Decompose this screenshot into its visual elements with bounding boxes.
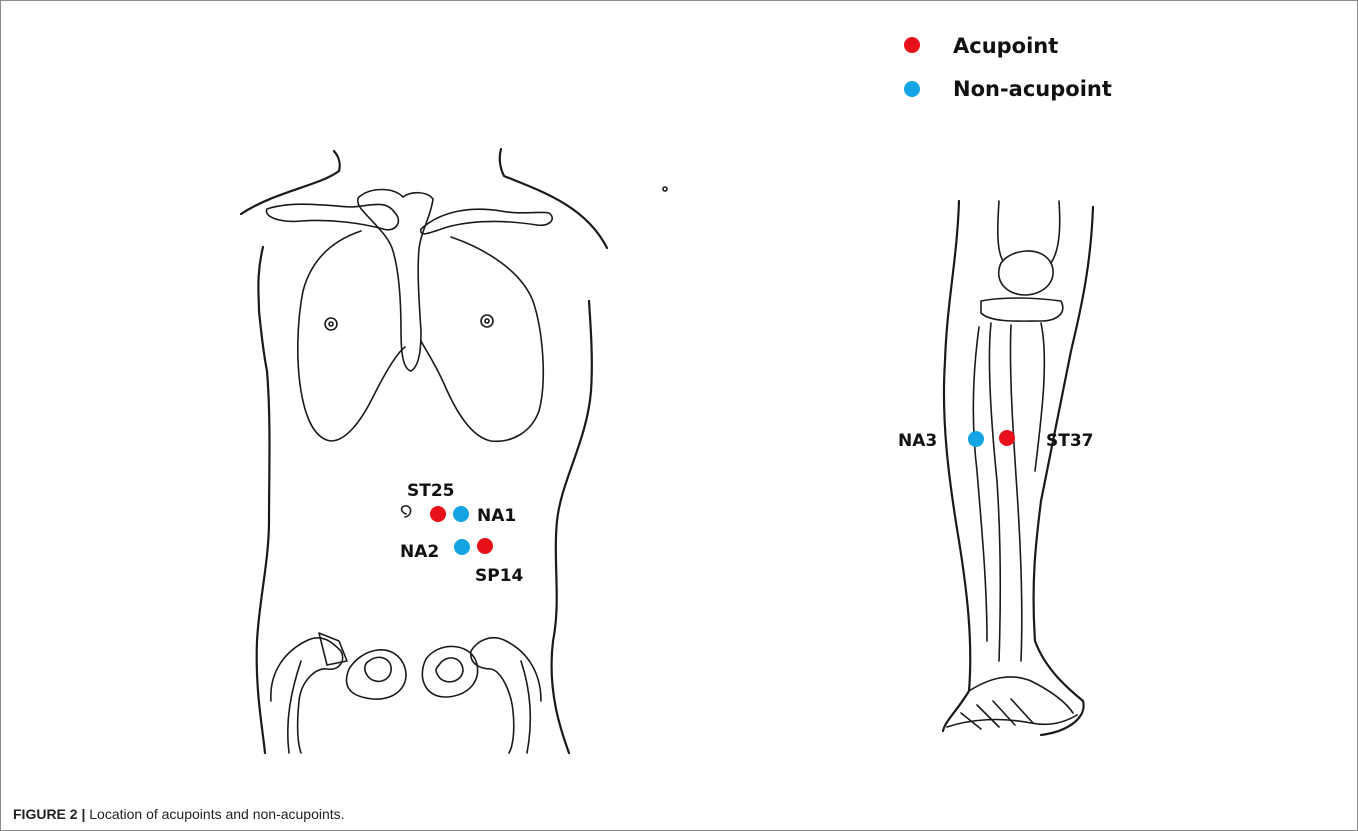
point-st25-marker	[430, 506, 446, 522]
point-sp14-label: SP14	[475, 566, 524, 586]
small-circle-mark	[663, 187, 667, 191]
point-na3-label: NA3	[898, 431, 937, 451]
legend-non-acupoint-marker	[904, 81, 920, 97]
point-na1-label: NA1	[477, 506, 516, 526]
point-na2-label: NA2	[400, 542, 439, 562]
leg-points: NA3 ST37	[898, 430, 1094, 451]
legend-non-acupoint-label: Non-acupoint	[953, 77, 1112, 101]
point-st25-label: ST25	[407, 481, 455, 501]
torso-outline	[241, 149, 607, 753]
leg-outline	[943, 201, 1093, 735]
point-st37-marker	[999, 430, 1015, 446]
point-na1-marker	[453, 506, 469, 522]
figure-caption: FIGURE 2 | Location of acupoints and non…	[13, 806, 345, 822]
figure-number: FIGURE 2 |	[13, 806, 85, 822]
point-st37-label: ST37	[1046, 431, 1094, 451]
caption-text: Location of acupoints and non-acupoints.	[85, 806, 344, 822]
point-sp14-marker	[477, 538, 493, 554]
torso-points: ST25 NA1 NA2 SP14	[400, 481, 524, 586]
legend-acupoint-marker	[904, 37, 920, 53]
legend: Acupoint Non-acupoint	[904, 34, 1112, 101]
legend-item-non-acupoint: Non-acupoint	[904, 77, 1112, 101]
point-na3-marker	[968, 431, 984, 447]
point-na2-marker	[454, 539, 470, 555]
legend-acupoint-label: Acupoint	[953, 34, 1058, 58]
legend-item-acupoint: Acupoint	[904, 34, 1058, 58]
